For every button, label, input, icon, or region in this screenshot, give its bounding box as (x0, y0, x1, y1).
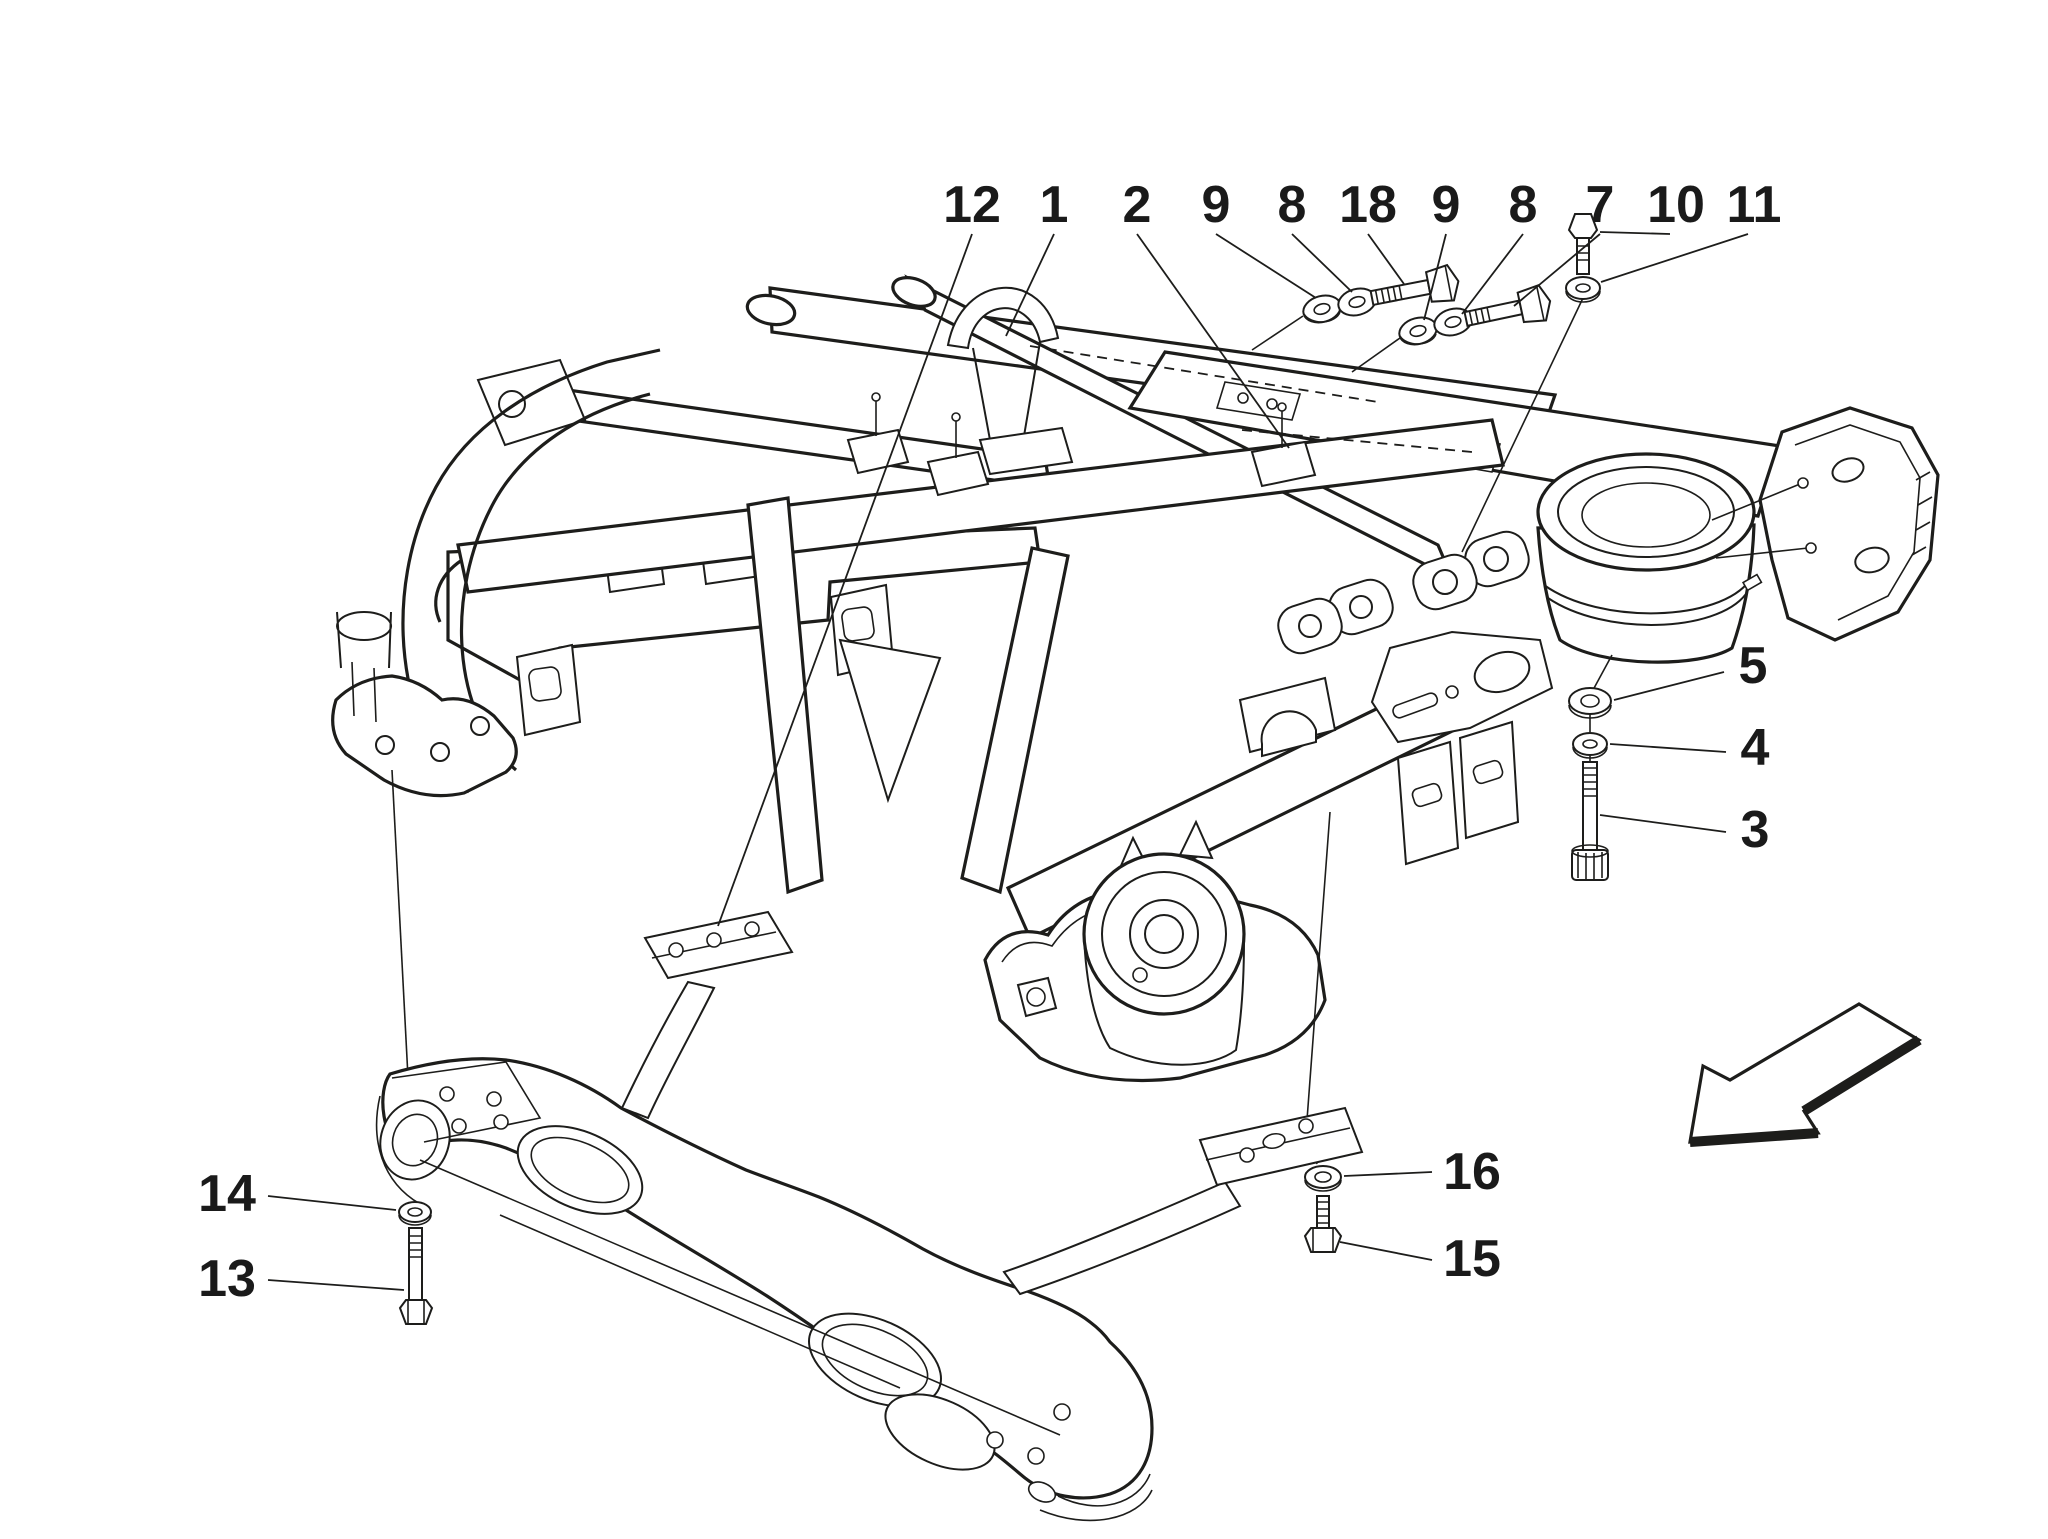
callout-9b: 9 (1432, 176, 1461, 234)
callout-11: 11 (1727, 176, 1782, 234)
callout-4: 4 (1741, 719, 1770, 777)
bolt-7 (1463, 283, 1552, 328)
center-bushing-mount (983, 819, 1327, 1083)
hardware-bottom-right (1303, 1165, 1343, 1253)
direction-arrow (1688, 1002, 1923, 1147)
washer-16 (1304, 1165, 1342, 1192)
callout-14: 14 (198, 1165, 256, 1223)
washer-5 (1568, 687, 1612, 719)
leader-16 (1343, 1171, 1433, 1177)
washer-axis-lines (1251, 297, 1584, 553)
slotted-arm (1370, 630, 1554, 744)
right-oval-opening (808, 1312, 942, 1408)
callout-1: 1 (1040, 176, 1069, 234)
leader-2 (1136, 233, 1290, 449)
tube-end-cap-2 (891, 276, 937, 308)
leader-12 (717, 233, 973, 927)
callout-2: 2 (1123, 176, 1152, 234)
leader-18 (1367, 233, 1405, 285)
left-end-cap (379, 1099, 451, 1181)
leader-14 (267, 1195, 397, 1211)
stand-bracket-legs (972, 341, 1041, 441)
leader-8b (1461, 233, 1524, 315)
a-frame-gusset (746, 496, 1070, 895)
leader-11 (1600, 233, 1749, 283)
left-oval-opening (516, 1125, 644, 1215)
leader-lines (267, 231, 1749, 1291)
left-arch-leg (331, 348, 661, 798)
right-end-skirt (1039, 1473, 1153, 1522)
washer-9a (1302, 294, 1342, 324)
leader-10 (1599, 231, 1671, 235)
clamp-screw (1741, 573, 1763, 592)
clamp-band (1543, 579, 1751, 626)
leader-7 (1513, 233, 1601, 307)
foot-flange (331, 674, 518, 798)
leader-9b (1423, 233, 1447, 321)
bolt-15 (1303, 1195, 1343, 1253)
bolt-18 (1369, 263, 1460, 307)
bolt-3 (1571, 761, 1609, 881)
washer-8b (1433, 307, 1473, 337)
leader-8a (1291, 233, 1353, 293)
hardware-right-stack (1568, 687, 1612, 881)
prong-tab-2 (1178, 819, 1214, 860)
callout-8a: 8 (1278, 176, 1307, 234)
callout-16: 16 (1443, 1143, 1501, 1201)
callout-12: 12 (943, 176, 1001, 234)
leader-13 (267, 1279, 405, 1291)
bushing-center-hole (1144, 914, 1184, 954)
callout-10: 10 (1647, 176, 1705, 234)
washer-9b (1398, 316, 1438, 346)
leader-9a (1215, 233, 1317, 299)
lug-tab-chain (1277, 530, 1530, 655)
callout-9a: 9 (1202, 176, 1231, 234)
bolt-13 (398, 1227, 434, 1325)
left-support-strap (620, 910, 794, 1120)
right-support-strap (1002, 1106, 1364, 1296)
leader-1 (1005, 233, 1055, 337)
washer-4 (1572, 732, 1608, 759)
stand-bracket-foot (978, 426, 1074, 476)
right-end-bracket (1758, 406, 1940, 642)
hanging-fin-plates (1396, 720, 1520, 866)
pin-lines (1711, 483, 1809, 559)
box-bracket-1 (515, 643, 582, 737)
callout-18: 18 (1339, 176, 1397, 234)
callout-8b: 8 (1509, 176, 1538, 234)
left-top-plate (391, 1061, 542, 1143)
callout-13: 13 (198, 1250, 256, 1308)
crease-lines (419, 1159, 1061, 1436)
mounting-feet (846, 392, 1317, 497)
hardware-top-cluster (1302, 213, 1601, 346)
washer-11 (1565, 276, 1601, 303)
hatching (1911, 471, 1933, 556)
washer-14 (398, 1201, 432, 1226)
left-cup (336, 611, 393, 669)
bolt-10 (1567, 213, 1599, 275)
dashed-axis-2 (1241, 429, 1473, 453)
right-bushing-cup (1536, 452, 1817, 664)
callout-5: 5 (1739, 637, 1768, 695)
left-axis-line (391, 769, 411, 1117)
leader-5 (1613, 671, 1725, 701)
leader-3 (1599, 814, 1727, 833)
callout-7: 7 (1586, 176, 1615, 234)
front-crossmember (375, 1057, 1154, 1522)
rear-subframe (331, 274, 1940, 1083)
hardware-bottom-left (398, 1201, 434, 1325)
leader-4 (1609, 743, 1727, 753)
stand-bracket-arch (946, 286, 1060, 350)
tube-lug-plate (476, 358, 587, 447)
lower-oval-opening (884, 1393, 996, 1471)
callout-15: 15 (1443, 1230, 1501, 1288)
callout-3: 3 (1741, 801, 1770, 859)
tube-end-cap (745, 293, 797, 327)
callout-labels: 12 1 2 9 8 18 9 8 7 10 11 5 4 3 16 15 14… (198, 176, 1781, 1308)
dashed-axis-1 (1029, 345, 1379, 403)
arrow-shadow-edge (1689, 1035, 1922, 1147)
left-end-skirt (375, 1095, 421, 1205)
leader-15 (1339, 1241, 1433, 1261)
